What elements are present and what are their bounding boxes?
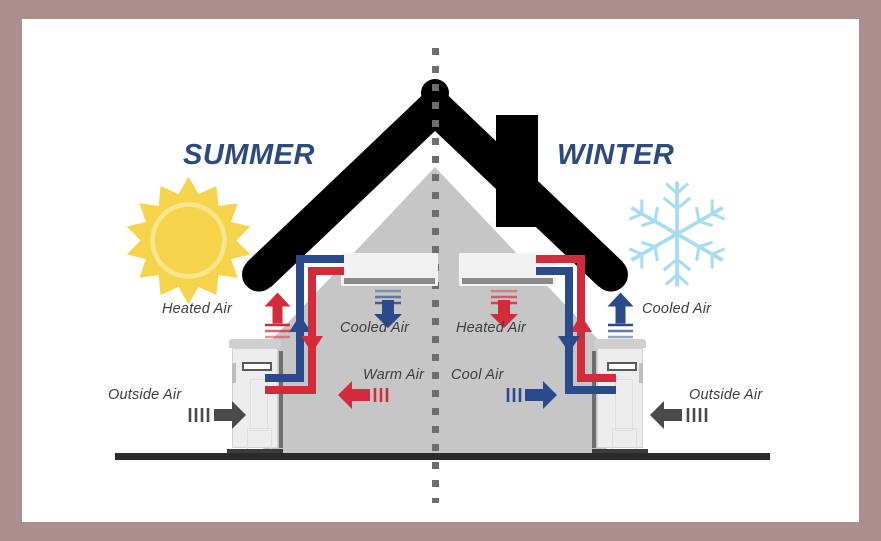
outdoor-unit-grille: [242, 362, 272, 371]
winter-outside-air-arrow: [650, 401, 708, 429]
outdoor-unit-base: [227, 449, 283, 455]
outdoor-unit-grille: [607, 362, 637, 371]
summer-outside-air-arrow: [188, 401, 246, 429]
outdoor-unit-summer: [227, 339, 283, 455]
summer-outside-air-label: Outside Air: [108, 387, 182, 403]
summer-outside-air-waves: [188, 408, 210, 422]
summer-cold-line-arrow: [289, 315, 311, 349]
summer-warm-air-waves: [373, 388, 389, 402]
outdoor-unit-side-vent: [232, 363, 236, 383]
outdoor-unit-body: [232, 348, 278, 453]
outdoor-unit-base: [592, 449, 648, 455]
summer-warm-air-arrow: [338, 381, 389, 409]
outdoor-unit-panel: [615, 379, 633, 431]
sun-icon: [126, 176, 251, 305]
summer-heated-air-arrow: [264, 292, 291, 339]
winter-cooled-air-label: Cooled Air: [642, 301, 712, 317]
outdoor-unit-side-vent: [639, 363, 643, 383]
outdoor-unit-cap: [229, 339, 281, 348]
flow-overlay: [188, 255, 708, 429]
winter-cool-air-waves: [506, 388, 522, 402]
summer-hot-line-arrow: [301, 321, 323, 353]
summer-cooled-air-arrow: [374, 289, 402, 328]
winter-hot-line-arrow: [570, 315, 592, 349]
summer-heated-air-label: Heated Air: [162, 301, 232, 317]
snowflake-icon: [628, 181, 726, 287]
outdoor-unit-body: [597, 348, 643, 453]
winter-heading: WINTER: [557, 139, 675, 171]
winter-heated-air-waves: [491, 289, 517, 305]
summer-cooled-air-waves: [375, 289, 401, 305]
winter-cold-line-arrow: [558, 321, 580, 353]
outdoor-pipe-left: [279, 351, 283, 448]
outdoor-unit-winter: [592, 339, 648, 455]
outdoor-unit-panel: [250, 379, 268, 431]
winter-cool-air-label: Cool Air: [451, 367, 504, 383]
winter-heated-air-label: Heated Air: [456, 320, 526, 336]
winter-cool-air-arrow: [506, 381, 557, 409]
indoor-unit-summer: [341, 253, 438, 286]
summer-heated-air-waves: [265, 323, 290, 339]
summer-warm-air-label: Warm Air: [363, 367, 425, 383]
winter-outside-air-waves: [686, 408, 708, 422]
winter-cooled-air-waves: [608, 323, 633, 339]
summer-heading: SUMMER: [183, 139, 315, 171]
winter-outside-air-label: Outside Air: [689, 387, 763, 403]
ground-line: [115, 453, 770, 460]
summer-cooled-air-label: Cooled Air: [340, 320, 410, 336]
winter-refrigerant-hot-line: [536, 255, 616, 382]
winter-cooled-air-arrow: [607, 292, 634, 339]
outdoor-pipe-right: [592, 351, 596, 448]
outdoor-unit-cap: [594, 339, 646, 348]
diagram-canvas: SUMMER WINTER: [22, 19, 859, 522]
winter-heated-air-arrow: [490, 289, 518, 328]
